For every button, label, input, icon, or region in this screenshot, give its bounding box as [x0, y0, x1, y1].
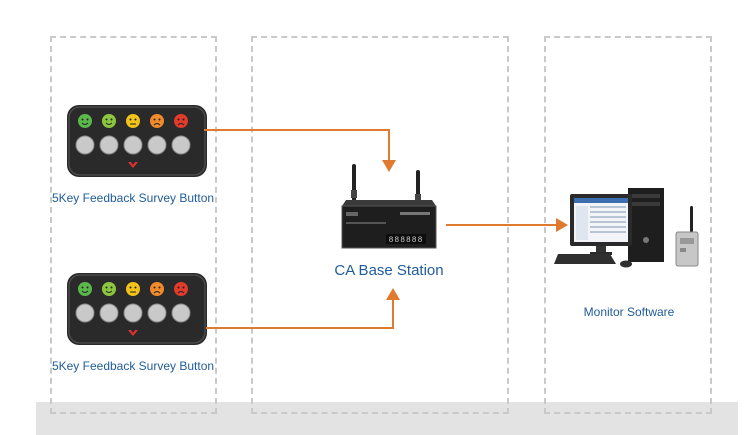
arrowhead-icon — [386, 288, 400, 300]
key-row — [75, 303, 191, 323]
arrow-bottom-to-base — [206, 298, 394, 329]
survey-button-caption-bottom: 5Key Feedback Survey Button — [51, 359, 215, 373]
smile-face-icon — [78, 282, 92, 296]
base-station-display: 888888 — [389, 236, 424, 245]
sad-face-icon — [150, 282, 164, 296]
arrowhead-icon — [382, 160, 396, 172]
smile-face-icon — [78, 114, 92, 128]
arrowhead-icon — [556, 218, 568, 232]
smile-face-icon — [102, 114, 116, 128]
mouse-icon — [620, 260, 632, 268]
pc-tower-icon — [628, 188, 664, 262]
panel-survey-buttons — [50, 36, 217, 414]
logo-mark-icon — [128, 330, 138, 336]
floor-band — [36, 402, 738, 435]
angry-face-icon — [174, 282, 188, 296]
survey-button-caption-top: 5Key Feedback Survey Button — [51, 191, 215, 205]
neutral-face-icon — [126, 282, 140, 296]
monitor-icon — [570, 194, 632, 255]
keyboard-icon — [554, 254, 616, 264]
survey-button-device-bottom — [67, 273, 207, 345]
antenna-icon — [351, 164, 357, 202]
neutral-face-icon — [126, 114, 140, 128]
arrow-top-to-base — [204, 129, 390, 162]
face-icon-row — [78, 114, 188, 128]
logo-mark-icon — [128, 162, 138, 168]
usb-receiver-icon — [675, 206, 699, 267]
survey-button-device-top — [67, 105, 207, 177]
base-station-caption: CA Base Station — [334, 262, 444, 279]
monitor-computer-device — [554, 188, 699, 268]
sad-face-icon — [150, 114, 164, 128]
key-row — [75, 135, 191, 155]
antenna-icon — [415, 170, 421, 204]
base-station-device: 888888 — [341, 164, 437, 249]
face-icon-row — [78, 282, 188, 296]
smile-face-icon — [102, 282, 116, 296]
angry-face-icon — [174, 114, 188, 128]
monitor-caption: Monitor Software — [583, 305, 675, 319]
